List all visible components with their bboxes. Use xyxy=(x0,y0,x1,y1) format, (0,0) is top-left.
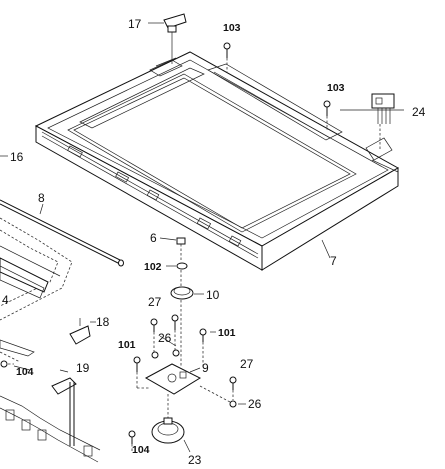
callout-103-left: 103 xyxy=(223,22,241,34)
screw-101-right xyxy=(199,328,207,368)
screw-104-bottom xyxy=(128,430,136,452)
lower-frame-part xyxy=(0,339,101,463)
hinge-bracket-part xyxy=(163,13,187,64)
callout-18: 18 xyxy=(96,315,110,329)
scanner-cover-frame xyxy=(34,51,400,271)
callout-104-bottom: 104 xyxy=(132,444,150,456)
callout-17: 17 xyxy=(128,17,142,31)
callout-26-top: 26 xyxy=(158,331,172,345)
callout-8: 8 xyxy=(38,191,45,205)
side-bracket-part xyxy=(51,377,77,446)
callout-26-lower: 26 xyxy=(248,397,262,411)
callout-27-lower: 27 xyxy=(240,357,254,371)
callout-7: 7 xyxy=(330,254,337,268)
screw-101-left xyxy=(133,356,150,389)
callout-102: 102 xyxy=(144,261,162,273)
leader-lines xyxy=(0,22,404,453)
callout-6: 6 xyxy=(150,231,157,245)
screw-103-right xyxy=(323,100,331,130)
callout-103-right: 103 xyxy=(327,82,345,94)
callout-23: 23 xyxy=(188,453,202,467)
screw-27-lower xyxy=(199,376,237,408)
carriage-assembly-part xyxy=(0,217,73,321)
guide-rod-part xyxy=(0,199,124,267)
callout-27-top: 27 xyxy=(148,295,162,309)
callout-16: 16 xyxy=(10,150,24,164)
callout-19: 19 xyxy=(76,361,90,375)
screw-103-left xyxy=(223,42,231,72)
callout-labels: 17 103 103 24 16 8 6 102 10 7 4 27 18 26… xyxy=(2,17,426,467)
callout-101-left: 101 xyxy=(118,339,136,351)
callout-24: 24 xyxy=(412,105,426,119)
callout-10: 10 xyxy=(206,288,220,302)
sensor-harness-part xyxy=(371,93,395,150)
pulley-stack-part xyxy=(170,237,194,366)
screws-27-top xyxy=(150,314,180,359)
callout-101-right: 101 xyxy=(218,327,236,339)
motor-bracket-plate-part xyxy=(144,363,202,420)
callout-4: 4 xyxy=(2,293,9,307)
callout-9: 9 xyxy=(202,361,209,375)
clip-part xyxy=(69,318,91,345)
motor-part xyxy=(151,417,185,444)
screw-104-left xyxy=(0,360,14,368)
callout-104-left: 104 xyxy=(16,366,34,378)
